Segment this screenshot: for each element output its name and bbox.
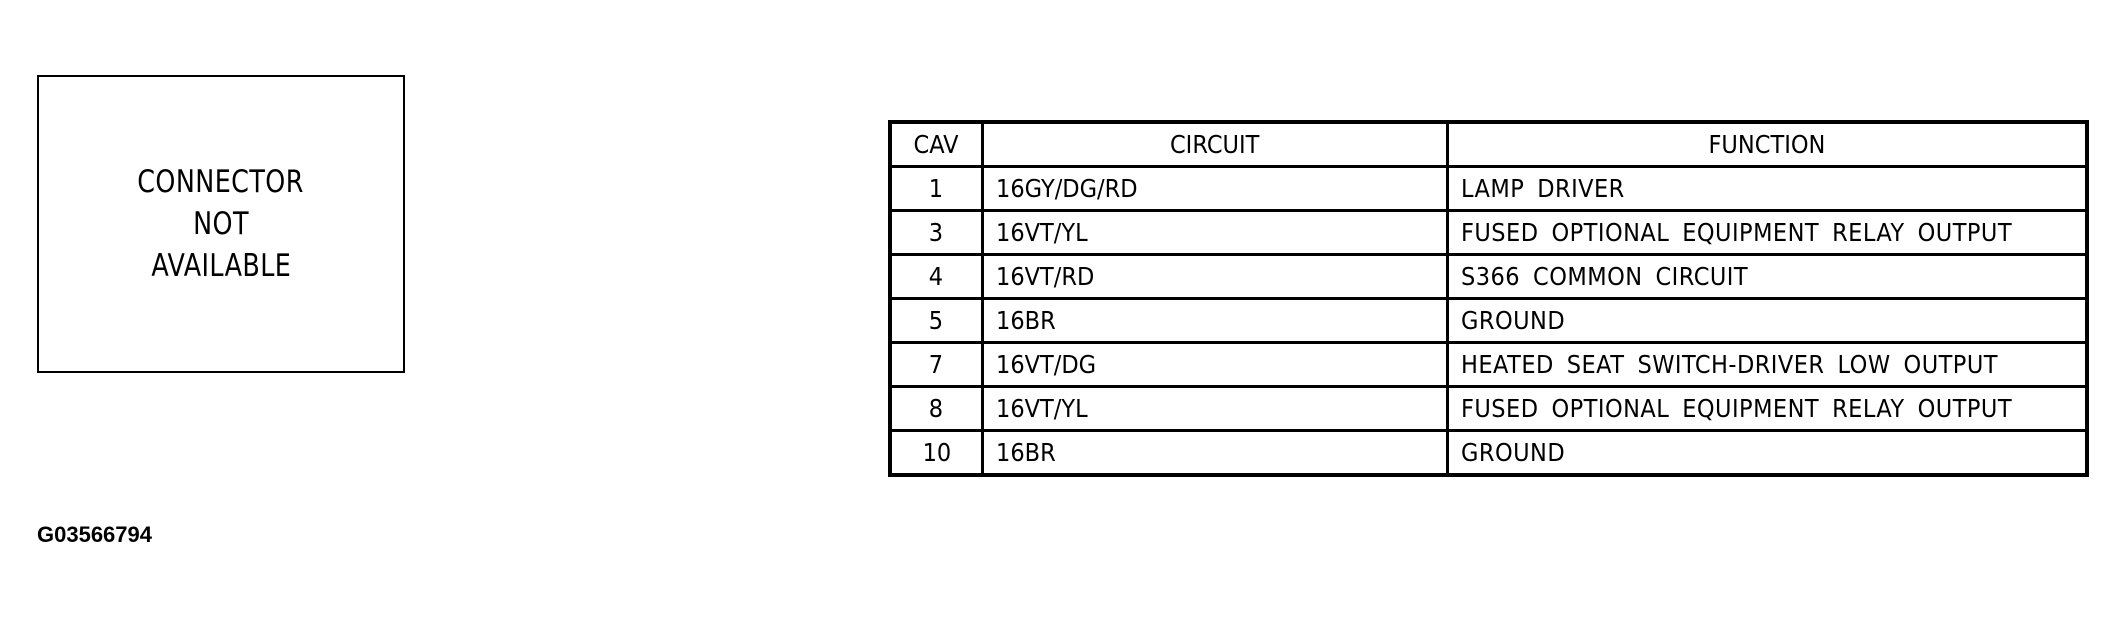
circuit-cell: 16VT/RD bbox=[980, 253, 1449, 300]
figure-id: G03566794 bbox=[37, 522, 152, 547]
connector-placeholder-box: CONNECTOR NOT AVAILABLE bbox=[37, 75, 405, 373]
circuit-cell: 16VT/YL bbox=[980, 385, 1449, 432]
cav-cell: 1 bbox=[888, 165, 984, 212]
function-cell: S366 COMMON CIRCUIT bbox=[1445, 253, 2089, 300]
table-row: 4 16VT/RD S366 COMMON CIRCUIT bbox=[888, 253, 2089, 300]
cav-cell: 7 bbox=[888, 341, 984, 388]
column-header-circuit: CIRCUIT bbox=[980, 120, 1449, 168]
cav-cell: 3 bbox=[888, 209, 984, 256]
function-cell: FUSED OPTIONAL EQUIPMENT RELAY OUTPUT bbox=[1445, 209, 2089, 256]
table-header-row: CAV CIRCUIT FUNCTION bbox=[888, 120, 2089, 168]
circuit-cell: 16GY/DG/RD bbox=[980, 165, 1449, 212]
table-row: 1 16GY/DG/RD LAMP DRIVER bbox=[888, 165, 2089, 212]
connector-placeholder-line: NOT bbox=[193, 206, 249, 242]
connector-placeholder-line: AVAILABLE bbox=[151, 248, 291, 284]
cav-cell: 5 bbox=[888, 297, 984, 344]
table-row: 3 16VT/YL FUSED OPTIONAL EQUIPMENT RELAY… bbox=[888, 209, 2089, 256]
function-cell: FUSED OPTIONAL EQUIPMENT RELAY OUTPUT bbox=[1445, 385, 2089, 432]
connector-placeholder-line: CONNECTOR bbox=[137, 164, 305, 200]
cav-cell: 8 bbox=[888, 385, 984, 432]
column-header-function: FUNCTION bbox=[1445, 120, 2089, 168]
cav-cell: 10 bbox=[888, 429, 984, 477]
function-cell: HEATED SEAT SWITCH-DRIVER LOW OUTPUT bbox=[1445, 341, 2089, 388]
function-cell: GROUND bbox=[1445, 297, 2089, 344]
table-row: 8 16VT/YL FUSED OPTIONAL EQUIPMENT RELAY… bbox=[888, 385, 2089, 432]
circuit-cell: 16VT/DG bbox=[980, 341, 1449, 388]
function-cell: LAMP DRIVER bbox=[1445, 165, 2089, 212]
cav-cell: 4 bbox=[888, 253, 984, 300]
table-row: 7 16VT/DG HEATED SEAT SWITCH-DRIVER LOW … bbox=[888, 341, 2089, 388]
table-row: 10 16BR GROUND bbox=[888, 429, 2089, 477]
column-header-cav: CAV bbox=[888, 120, 984, 168]
connector-pinout-table: CAV CIRCUIT FUNCTION 1 16GY/DG/RD LAMP D… bbox=[888, 120, 2089, 477]
circuit-cell: 16VT/YL bbox=[980, 209, 1449, 256]
circuit-cell: 16BR bbox=[980, 297, 1449, 344]
table-row: 5 16BR GROUND bbox=[888, 297, 2089, 344]
circuit-cell: 16BR bbox=[980, 429, 1449, 477]
function-cell: GROUND bbox=[1445, 429, 2089, 477]
